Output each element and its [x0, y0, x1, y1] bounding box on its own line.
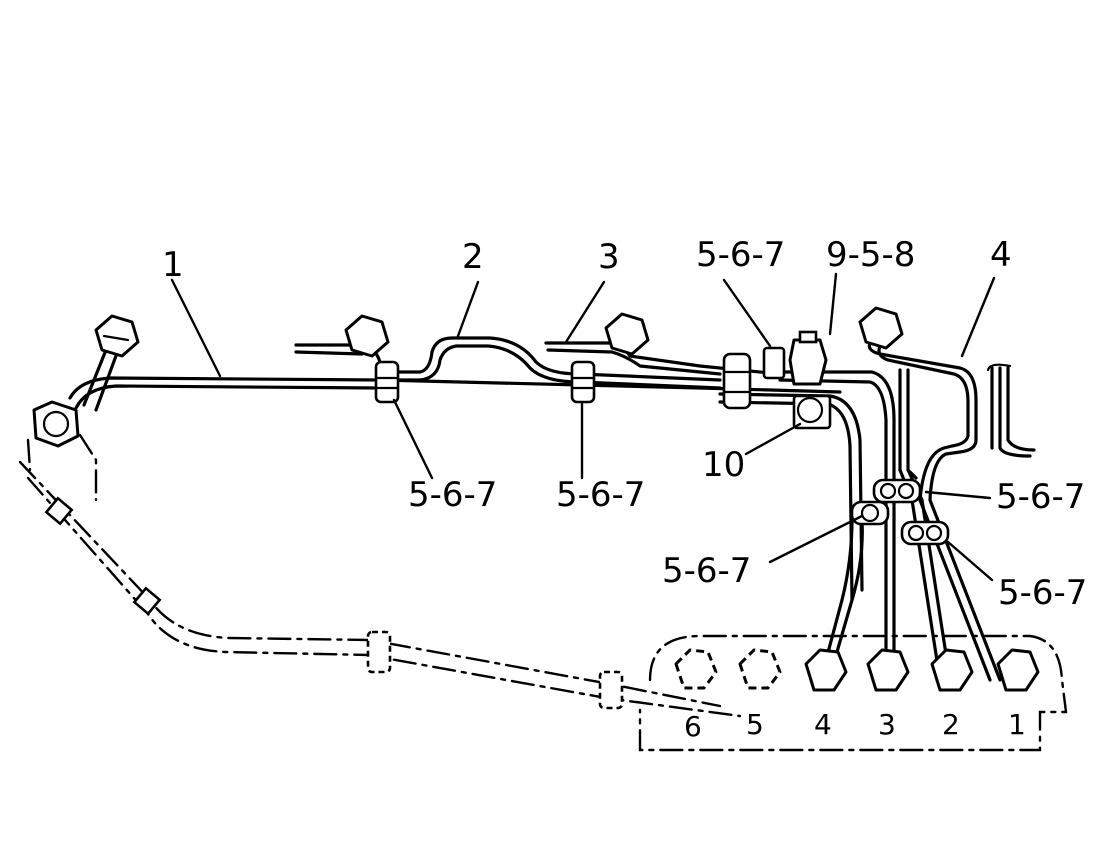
- callout-bracket-top: 9-5-8: [826, 235, 915, 275]
- mounting-bracket-left: [26, 400, 98, 502]
- injector-nut-1: [94, 314, 140, 358]
- callout-clamp-top: 5-6-7: [696, 235, 785, 275]
- clamps-lower: [850, 478, 950, 546]
- callout-line-1: 1: [162, 245, 184, 285]
- callout-line-4: 4: [990, 235, 1012, 275]
- callout-clamp-right-lower: 5-6-7: [998, 573, 1087, 613]
- callout-clamp-under-3: 5-6-7: [556, 475, 645, 515]
- outlet-label-2: 2: [942, 708, 960, 741]
- outlet-label-4: 4: [814, 708, 832, 741]
- callout-clamp-mid: 5-6-7: [662, 551, 751, 591]
- fuel-line-3: [544, 312, 782, 376]
- outlet-label-5: 5: [746, 708, 764, 741]
- hidden-line-lower: [18, 460, 742, 718]
- callout-line-2: 2: [462, 237, 484, 277]
- callout-line-3: 3: [598, 237, 620, 277]
- fuel-line-4: [858, 306, 1036, 682]
- outlet-label-3: 3: [878, 708, 896, 741]
- callout-clamp-right-upper: 5-6-7: [996, 477, 1085, 517]
- outlet-label-1: 1: [1008, 708, 1026, 741]
- callout-bolt-10: 10: [702, 445, 745, 485]
- outlet-label-6: 6: [684, 710, 702, 743]
- leader-lines: [170, 272, 996, 582]
- pump-outline: [638, 634, 1068, 752]
- fuel-line-2: [294, 314, 722, 390]
- callout-clamp-under-2: 5-6-7: [408, 475, 497, 515]
- clamps-upper: [374, 330, 832, 430]
- outlet-nuts: [674, 648, 1040, 692]
